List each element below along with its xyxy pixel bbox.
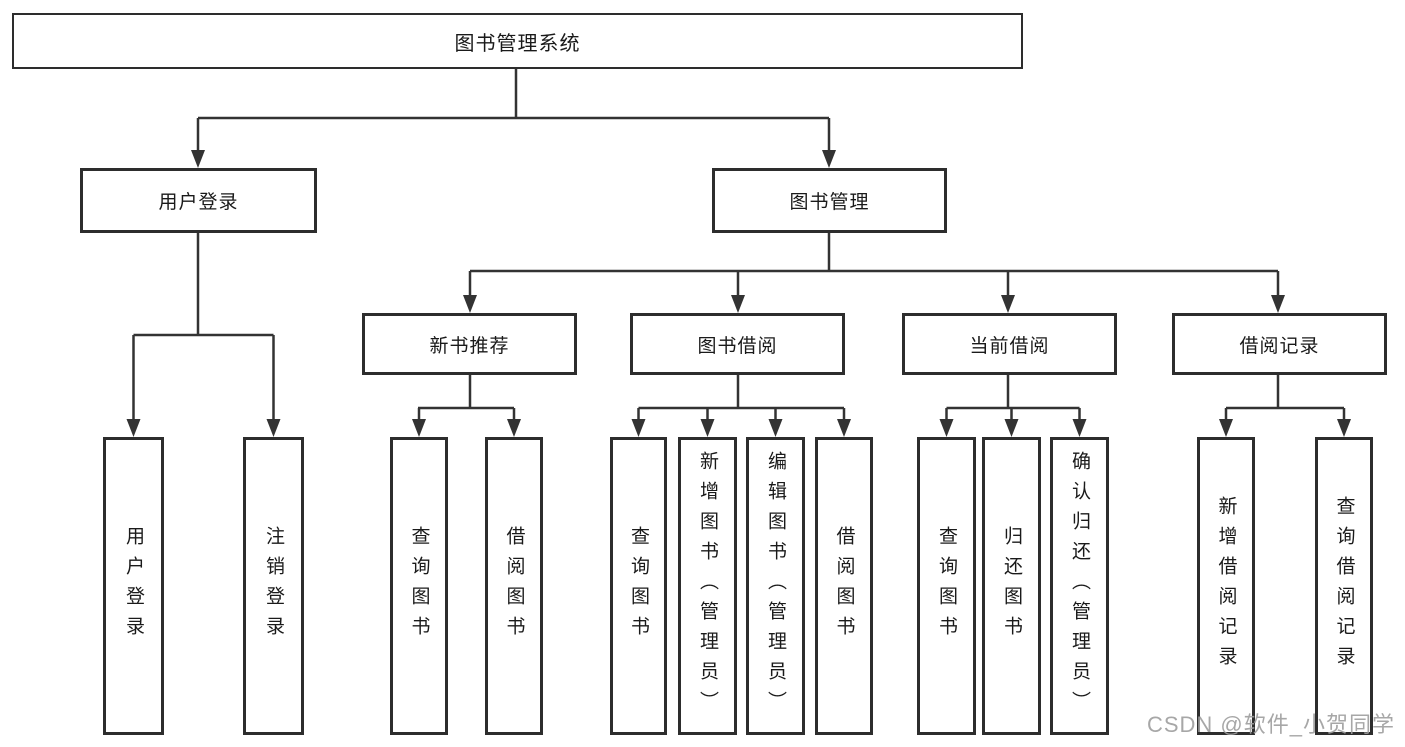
- leaf-user-login: 用户登录: [103, 437, 164, 735]
- node-book-management-branch: 图书管理: [712, 168, 947, 233]
- leaf-query-borrow-record: 查询借阅记录: [1315, 437, 1373, 735]
- leaf-borrow-books-recommend: 借阅图书: [485, 437, 543, 735]
- leaf-label: 确认归还（管理员）: [1069, 451, 1090, 721]
- node-new-book-recommendation: 新书推荐: [362, 313, 577, 375]
- leaf-add-borrow-record: 新增借阅记录: [1197, 437, 1255, 735]
- node-root-system: 图书管理系统: [12, 13, 1023, 69]
- leaf-query-books-borrowing: 查询图书: [610, 437, 667, 735]
- leaf-label: 借阅图书: [833, 526, 855, 646]
- leaf-borrow-books: 借阅图书: [815, 437, 873, 735]
- leaf-label: 注销登录: [263, 526, 284, 646]
- leaf-label: 编辑图书（管理员）: [765, 451, 786, 721]
- leaf-query-books-current: 查询图书: [917, 437, 976, 735]
- node-book-borrowing: 图书借阅: [630, 313, 845, 375]
- node-user-login-branch: 用户登录: [80, 168, 317, 233]
- leaf-label: 查询图书: [628, 526, 649, 646]
- leaf-label: 查询图书: [936, 526, 957, 646]
- leaf-edit-books-admin: 编辑图书（管理员）: [746, 437, 805, 735]
- leaf-label: 新增图书（管理员）: [697, 451, 718, 721]
- leaf-label: 归还图书: [1001, 526, 1022, 646]
- node-borrowing-records: 借阅记录: [1172, 313, 1387, 375]
- leaf-query-books-recommend: 查询图书: [390, 437, 448, 735]
- leaf-label: 查询图书: [408, 526, 430, 646]
- leaf-return-books: 归还图书: [982, 437, 1041, 735]
- leaf-label: 用户登录: [123, 526, 144, 646]
- leaf-label: 新增借阅记录: [1215, 496, 1237, 676]
- leaf-label: 借阅图书: [503, 526, 525, 646]
- node-current-borrowing: 当前借阅: [902, 313, 1117, 375]
- leaf-confirm-return-admin: 确认归还（管理员）: [1050, 437, 1109, 735]
- csdn-watermark: CSDN @软件_小贺同学: [1146, 712, 1395, 737]
- leaf-label: 查询借阅记录: [1333, 496, 1355, 676]
- leaf-logout: 注销登录: [243, 437, 304, 735]
- leaf-add-books-admin: 新增图书（管理员）: [678, 437, 737, 735]
